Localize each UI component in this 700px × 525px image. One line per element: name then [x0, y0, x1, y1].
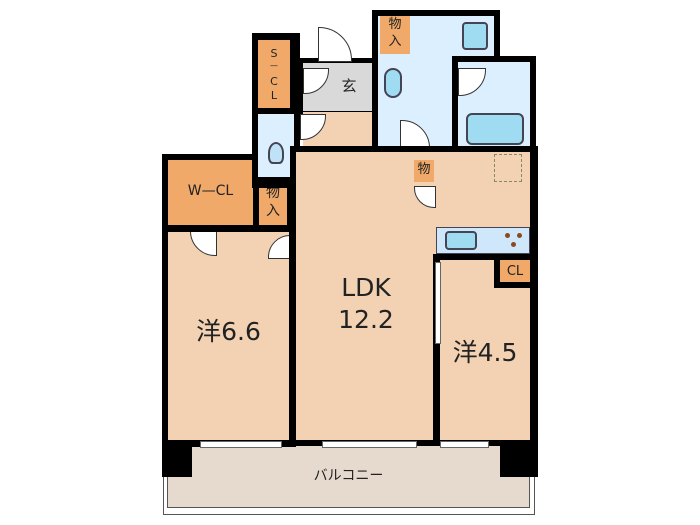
- closet: CL: [500, 260, 530, 282]
- wall-ldk-western45: [433, 254, 440, 444]
- ldk-label-line2: 12.2: [338, 305, 394, 334]
- room-ldk: LDK 12.2: [296, 152, 436, 440]
- shoe-closet: S — C L: [258, 40, 290, 108]
- washbasin-icon: [384, 68, 402, 98]
- scl-label-l: L: [270, 89, 278, 102]
- walk-in-closet: W—CL: [168, 160, 253, 225]
- storage-1: 物 入: [380, 16, 410, 54]
- balcony-label: バルコニー: [313, 468, 384, 484]
- outer-wall-right: [530, 146, 538, 446]
- storage-1-label-2: 入: [388, 34, 402, 49]
- sliding-door-western45[interactable]: [435, 262, 441, 344]
- storage-2: 物 入: [259, 183, 287, 225]
- western-4-5-label: 洋4.5: [452, 338, 518, 367]
- balcony: バルコニー: [167, 444, 530, 508]
- entrance-label: 玄: [341, 77, 357, 95]
- scl-label-c: C: [270, 75, 278, 88]
- ldk-label-line1: LDK: [341, 273, 391, 302]
- range-hood-icon: [494, 154, 522, 182]
- storage-1-label-1: 物: [388, 17, 402, 32]
- window-ldk[interactable]: [322, 441, 417, 448]
- bathtub-icon: [466, 113, 524, 145]
- balcony-pillar-right: [500, 440, 538, 477]
- washing-machine-icon: [462, 22, 488, 50]
- window-western-45[interactable]: [440, 441, 489, 448]
- front-door[interactable]: [318, 27, 352, 62]
- storage-2-label-1: 物: [266, 185, 280, 201]
- stove-icon: [503, 232, 525, 248]
- scl-label-dash: —: [270, 61, 278, 70]
- wall-western66-ldk: [289, 229, 296, 444]
- western-6-6-label: 洋6.6: [196, 317, 261, 346]
- room-western-6-6: 洋6.6: [168, 229, 289, 440]
- toilet-icon: [268, 142, 284, 164]
- wcl-label: W—CL: [187, 183, 234, 199]
- window-western-66[interactable]: [200, 441, 282, 448]
- scl-label-s: S: [270, 47, 278, 60]
- kitchen-sink-icon: [445, 231, 477, 250]
- storage-3: 物: [414, 160, 434, 182]
- room-western-4-5: 洋4.5: [440, 260, 530, 440]
- closet-label: CL: [506, 264, 524, 279]
- kitchen-area: [436, 152, 530, 227]
- storage-2-label-2: 入: [266, 203, 280, 219]
- storage-3-label: 物: [417, 162, 431, 177]
